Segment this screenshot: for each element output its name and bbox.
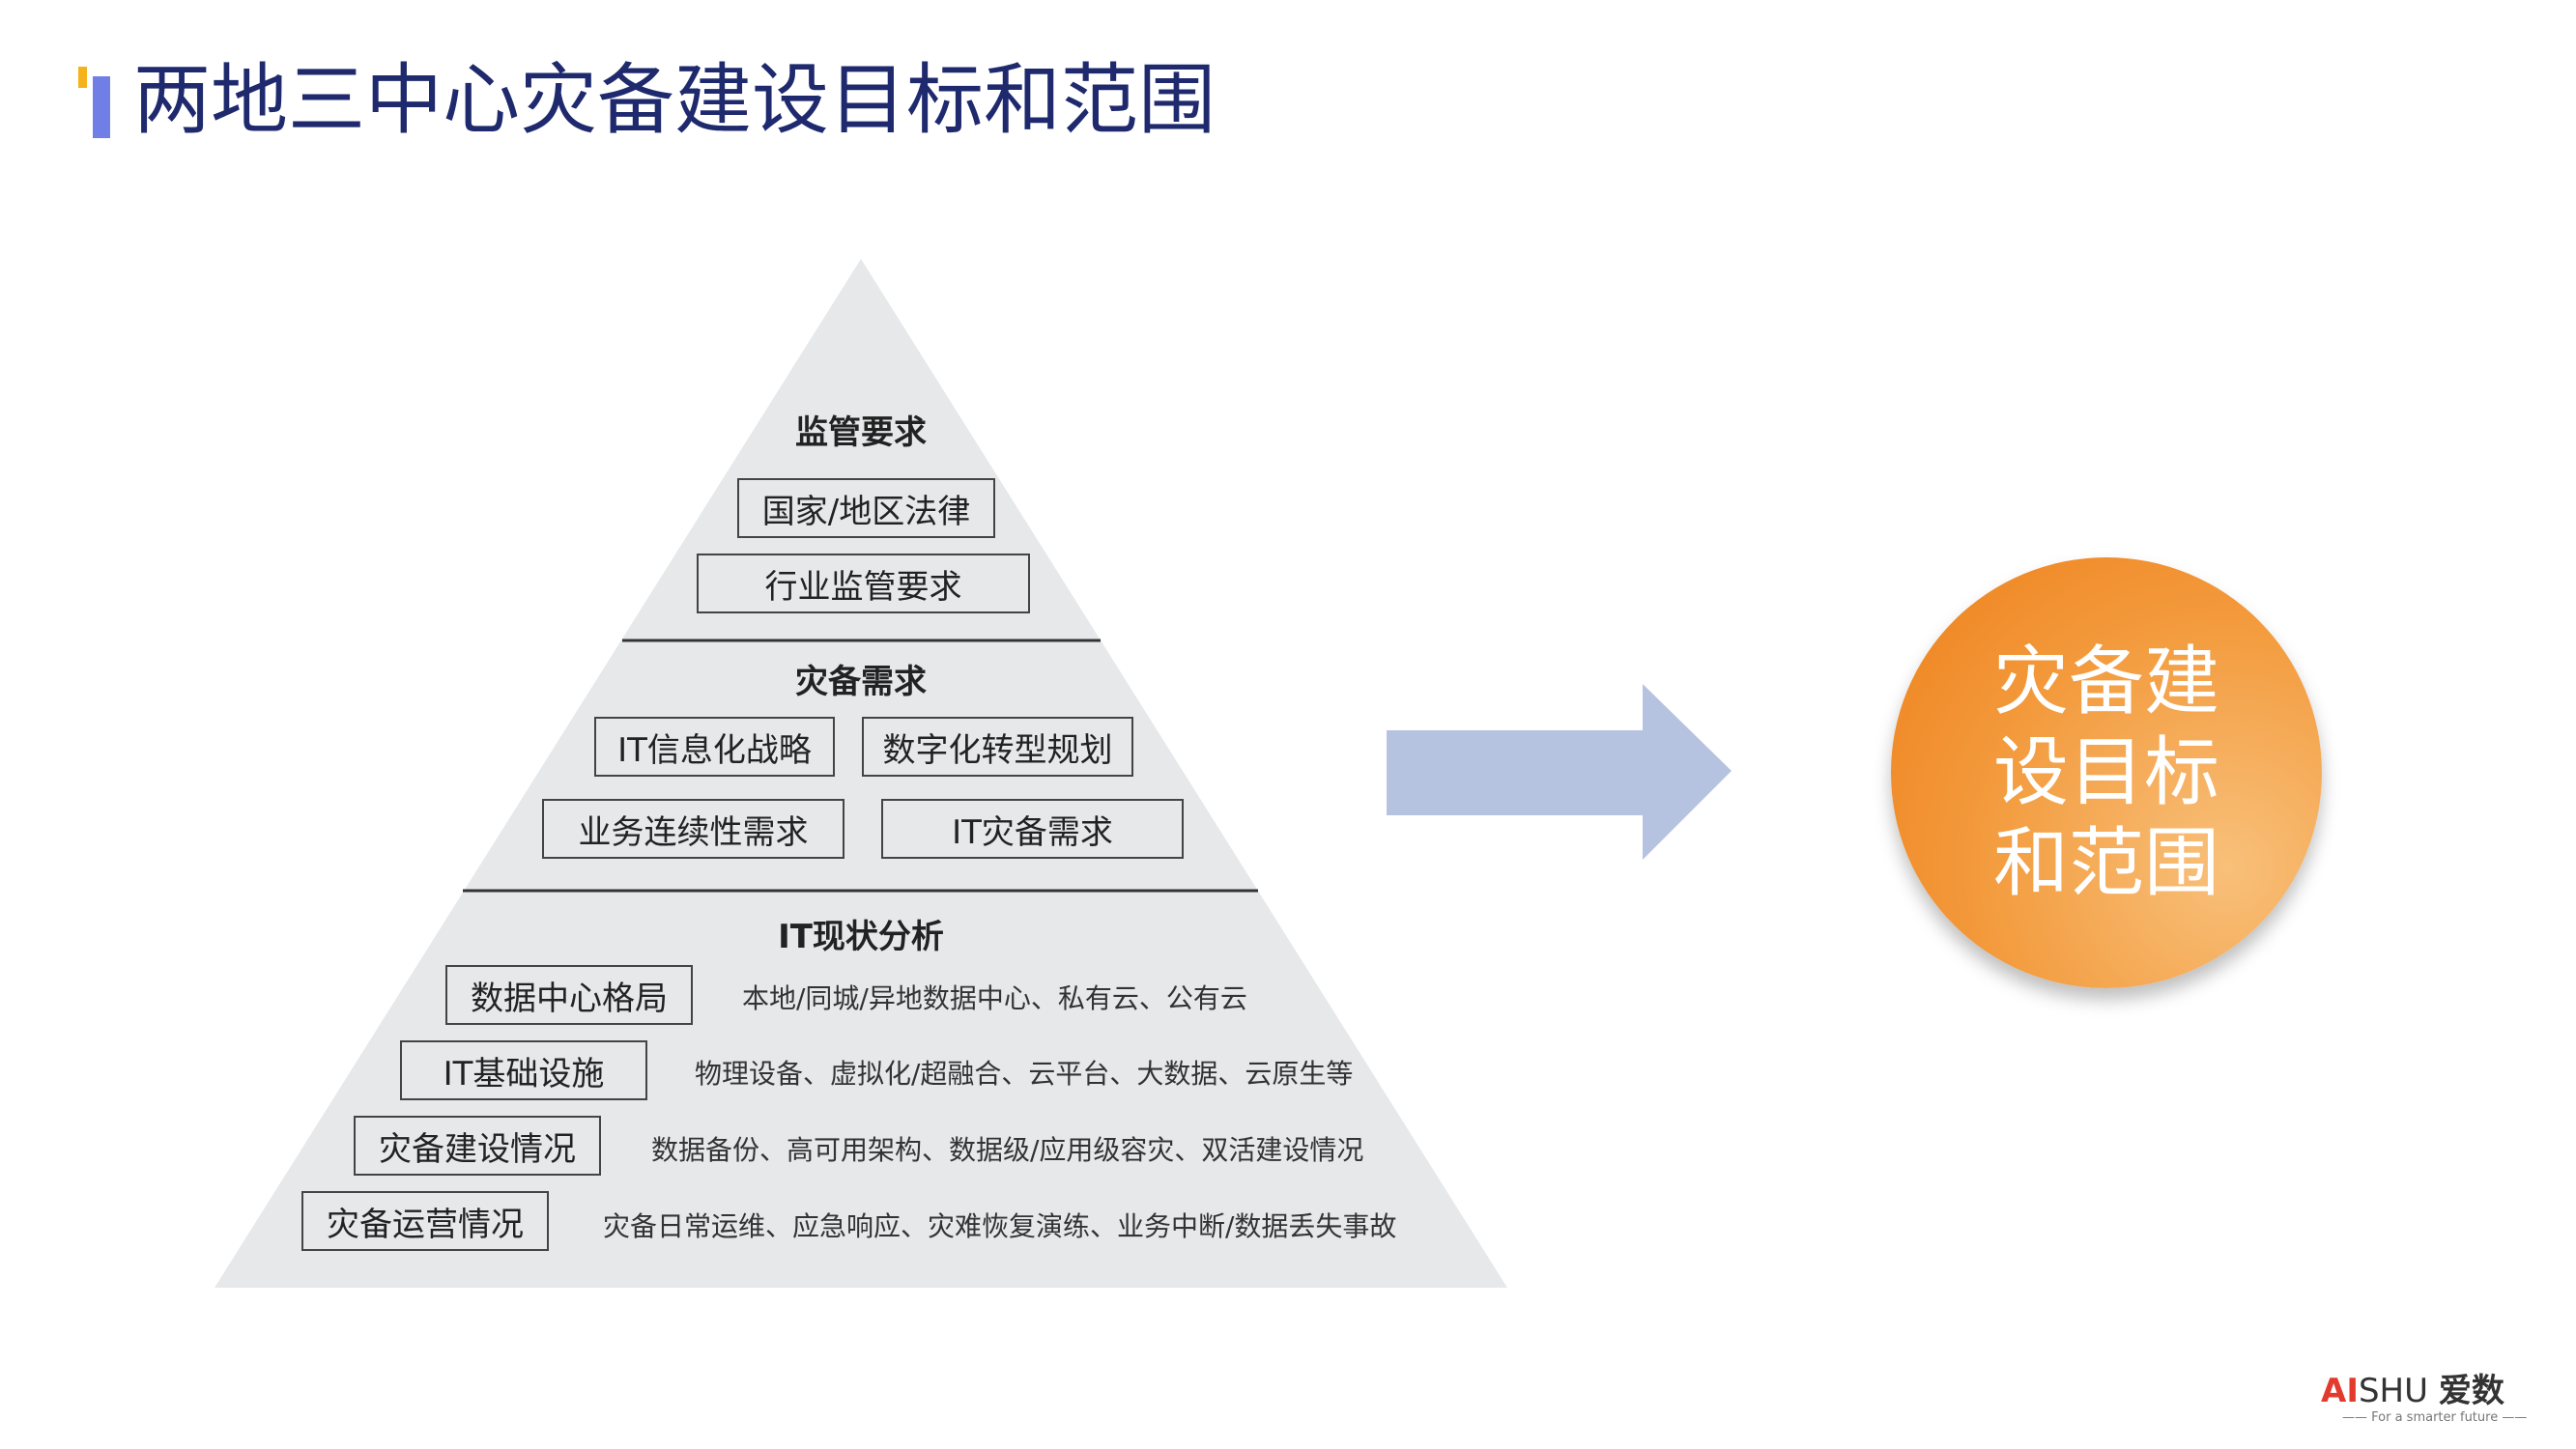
box-it-dr-needs: IT灾备需求	[881, 799, 1184, 859]
box-datacenter-layout: 数据中心格局	[445, 965, 693, 1025]
box-it-strategy: IT信息化战略	[594, 717, 835, 777]
box-industry-regulation: 行业监管要求	[697, 554, 1030, 613]
target-circle-text: 灾备建设目标和范围	[1992, 639, 2219, 907]
box-national-law: 国家/地区法律	[737, 478, 995, 538]
target-circle: 灾备建设目标和范围	[1891, 557, 2322, 988]
page-title: 两地三中心灾备建设目标和范围	[133, 55, 1216, 145]
logo-cn: 爱数	[2438, 1372, 2504, 1410]
pyramid-shape	[215, 259, 1507, 1288]
arrow-right	[1387, 684, 1732, 860]
logo-shu: SHU	[2358, 1372, 2429, 1410]
box-dr-construction: 灾备建设情况	[354, 1116, 601, 1176]
desc-it-infrastructure: 物理设备、虚拟化/超融合、云平台、大数据、云原生等	[695, 1058, 1354, 1090]
title-accent-yellow	[78, 67, 87, 88]
desc-dr-operations: 灾备日常运维、应急响应、灾难恢复演练、业务中断/数据丢失事故	[603, 1210, 1397, 1242]
box-dr-operations: 灾备运营情况	[301, 1191, 549, 1251]
tier-heading-dr-needs: 灾备需求	[795, 663, 927, 701]
box-digital-transformation: 数字化转型规划	[862, 717, 1133, 777]
box-business-continuity: 业务连续性需求	[542, 799, 844, 859]
logo-ai: AI	[2321, 1372, 2359, 1410]
box-it-infrastructure: IT基础设施	[400, 1040, 647, 1100]
logo-tagline: —— For a smarter future ——	[2342, 1410, 2528, 1425]
title-accent-blue	[93, 76, 110, 138]
tier-heading-regulatory: 监管要求	[795, 413, 927, 452]
desc-dr-construction: 数据备份、高可用架构、数据级/应用级容灾、双活建设情况	[651, 1134, 1364, 1166]
desc-datacenter-layout: 本地/同城/异地数据中心、私有云、公有云	[742, 982, 1247, 1014]
tier-heading-it-status: IT现状分析	[778, 918, 944, 956]
brand-logo: AISHU 爱数 —— For a smarter future ——	[2321, 1372, 2527, 1425]
